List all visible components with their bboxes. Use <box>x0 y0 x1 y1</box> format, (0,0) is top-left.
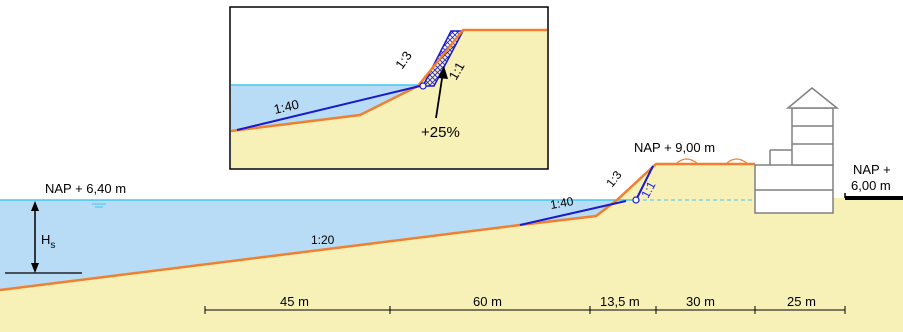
building <box>754 87 840 214</box>
hinterland-level-label-1: NAP + <box>853 162 891 177</box>
berm-reinforcement-line <box>519 200 627 226</box>
dimension-label-2: 13,5 m <box>600 294 640 309</box>
inset-detail: 1:40 1:3 1:1 +25% <box>229 6 549 170</box>
inset-berm-line <box>236 85 421 131</box>
inset-berm-label: 1:40 <box>272 97 300 117</box>
steep-slope-line <box>635 165 654 201</box>
hinterland-level-label-2: 6,00 m <box>851 178 891 193</box>
slope-joint <box>632 196 640 204</box>
ground-area <box>0 164 903 332</box>
foreshore-slope-label: 1:20 <box>311 233 335 247</box>
berm-slope-label: 1:40 <box>549 194 575 212</box>
sea-water <box>0 200 636 290</box>
crest-level-label: NAP + 9,00 m <box>634 140 715 155</box>
wave-height-label: Hs <box>41 232 55 251</box>
foreshore-profile <box>0 162 755 292</box>
wave-mark <box>92 203 106 208</box>
dimension-label-3: 30 m <box>686 294 715 309</box>
wave-height-arrow <box>5 201 82 274</box>
dimension-label-1: 60 m <box>473 294 502 309</box>
dimension-label-4: 25 m <box>787 294 816 309</box>
water-level-label: NAP + 6,40 m <box>45 181 126 196</box>
dimension-label-0: 45 m <box>280 294 309 309</box>
crest-bumps <box>675 158 749 165</box>
dimension-line <box>204 306 846 314</box>
inset-ground <box>231 30 547 168</box>
inset-increase-label: +25% <box>421 124 460 141</box>
inset-joint <box>419 82 427 90</box>
outer-slope-label: 1:3 <box>603 168 625 190</box>
